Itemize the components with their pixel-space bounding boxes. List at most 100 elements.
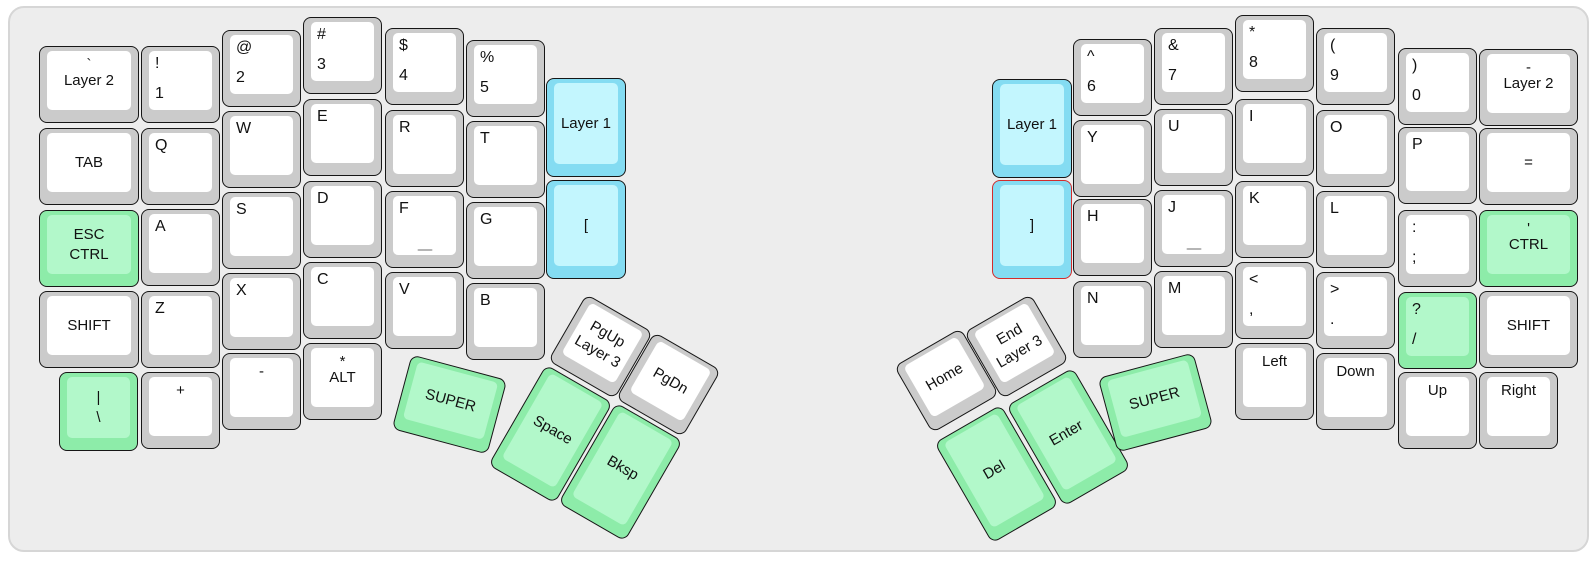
key-e[interactable]: E bbox=[303, 99, 382, 176]
keycap-face bbox=[1324, 115, 1387, 174]
keycap-face bbox=[149, 377, 212, 436]
keycap-face bbox=[47, 133, 131, 192]
key-k[interactable]: K bbox=[1235, 181, 1314, 258]
key-asterisk-alt[interactable]: *ALT bbox=[303, 343, 382, 420]
key-n[interactable]: N bbox=[1073, 281, 1152, 358]
keycap-face bbox=[1487, 377, 1550, 436]
key-h[interactable]: H bbox=[1073, 199, 1152, 276]
key-less-comma[interactable]: <, bbox=[1235, 262, 1314, 339]
key-plus[interactable]: + bbox=[141, 372, 220, 449]
key-asterisk-8[interactable]: *8 bbox=[1235, 15, 1314, 92]
key-g[interactable]: G bbox=[466, 202, 545, 279]
keycap-face bbox=[311, 186, 374, 245]
keycap-face bbox=[311, 348, 374, 407]
keycap-face bbox=[1324, 358, 1387, 417]
key-b[interactable]: B bbox=[466, 283, 545, 360]
keycap-face bbox=[1243, 186, 1306, 245]
key-s[interactable]: S bbox=[222, 192, 301, 269]
keycap-face bbox=[149, 51, 212, 110]
key-q[interactable]: Q bbox=[141, 128, 220, 205]
key-layer1-left[interactable]: Layer 1 bbox=[546, 78, 626, 177]
key-colon-semicolon[interactable]: :; bbox=[1398, 210, 1477, 287]
keycap-face bbox=[1081, 44, 1144, 103]
keycap-face bbox=[554, 83, 618, 164]
key-r[interactable]: R bbox=[385, 110, 464, 187]
key-rbracket[interactable]: ] bbox=[992, 180, 1072, 279]
keycap-face bbox=[1406, 132, 1469, 191]
key-pipe-backslash[interactable]: | \ bbox=[59, 372, 138, 451]
key-minus-layer2[interactable]: -Layer 2 bbox=[1479, 49, 1578, 126]
keycap-face bbox=[474, 207, 537, 266]
key-greater-period[interactable]: >. bbox=[1316, 272, 1395, 349]
keycap-face bbox=[311, 104, 374, 163]
keycap-face bbox=[393, 277, 456, 336]
keycap-face bbox=[230, 116, 293, 175]
key-o[interactable]: O bbox=[1316, 110, 1395, 187]
keycap-face bbox=[1243, 348, 1306, 407]
keycap-face bbox=[47, 296, 131, 355]
key-shift-right[interactable]: SHIFT bbox=[1479, 291, 1578, 368]
keycap-face bbox=[1487, 133, 1570, 192]
key-y[interactable]: Y bbox=[1073, 120, 1152, 197]
key-p[interactable]: P bbox=[1398, 127, 1477, 204]
key-question-slash[interactable]: ?/ bbox=[1398, 292, 1477, 369]
key-esc-ctrl[interactable]: ESC CTRL bbox=[39, 210, 139, 287]
key-hash-3[interactable]: #3 bbox=[303, 17, 382, 94]
keycap-face bbox=[1406, 377, 1469, 436]
key-paren-0[interactable]: )0 bbox=[1398, 48, 1477, 125]
key-m[interactable]: M bbox=[1154, 271, 1233, 348]
keycap-face bbox=[1487, 215, 1570, 274]
key-equals[interactable]: = bbox=[1479, 128, 1578, 205]
key-c[interactable]: C bbox=[303, 262, 382, 339]
key-at-2[interactable]: @2 bbox=[222, 30, 301, 107]
key-caret-6[interactable]: ^6 bbox=[1073, 39, 1152, 116]
key-right[interactable]: Right bbox=[1479, 372, 1558, 449]
key-percent-5[interactable]: %5 bbox=[466, 40, 545, 117]
keycap-face bbox=[230, 197, 293, 256]
key-dollar-4[interactable]: $4 bbox=[385, 28, 464, 105]
homing-bar bbox=[417, 249, 432, 251]
keycap-face bbox=[1487, 296, 1570, 355]
key-left[interactable]: Left bbox=[1235, 343, 1314, 420]
key-paren-9[interactable]: (9 bbox=[1316, 28, 1395, 105]
keycap-face bbox=[554, 185, 618, 266]
key-down[interactable]: Down bbox=[1316, 353, 1395, 430]
keycap-face bbox=[1406, 297, 1469, 356]
key-quote-ctrl[interactable]: 'CTRL bbox=[1479, 210, 1578, 287]
keycap-face bbox=[149, 214, 212, 273]
keycap-face bbox=[1324, 277, 1387, 336]
key-f[interactable]: F bbox=[385, 191, 464, 268]
keycap-face bbox=[1081, 286, 1144, 345]
key-z[interactable]: Z bbox=[141, 291, 220, 368]
key-super-left[interactable]: SUPER bbox=[391, 354, 508, 455]
key-amp-7[interactable]: &7 bbox=[1154, 28, 1233, 105]
key-shift-left[interactable]: SHIFT bbox=[39, 291, 139, 368]
keycap-face bbox=[47, 51, 131, 110]
key-u[interactable]: U bbox=[1154, 109, 1233, 186]
keycap-face bbox=[474, 126, 537, 185]
key-l[interactable]: L bbox=[1316, 191, 1395, 268]
key-up[interactable]: Up bbox=[1398, 372, 1477, 449]
key-grave-layer2[interactable]: `Layer 2 bbox=[39, 46, 139, 123]
key-exclam-1[interactable]: !1 bbox=[141, 46, 220, 123]
key-super-right[interactable]: SUPER bbox=[1097, 352, 1214, 453]
key-x[interactable]: X bbox=[222, 273, 301, 350]
key-d[interactable]: D bbox=[303, 181, 382, 258]
key-w[interactable]: W bbox=[222, 111, 301, 188]
keycap-face bbox=[1243, 20, 1306, 79]
keycap-face bbox=[311, 267, 374, 326]
key-i[interactable]: I bbox=[1235, 99, 1314, 176]
key-t[interactable]: T bbox=[466, 121, 545, 198]
key-j[interactable]: J bbox=[1154, 190, 1233, 267]
key-v[interactable]: V bbox=[385, 272, 464, 349]
keycap-face bbox=[973, 302, 1056, 384]
key-tab[interactable]: TAB bbox=[39, 128, 139, 205]
key-a[interactable]: A bbox=[141, 209, 220, 286]
keycap-face bbox=[1106, 359, 1203, 438]
key-lbracket[interactable]: [ bbox=[546, 180, 626, 279]
keycap-face bbox=[474, 288, 537, 347]
key-minus[interactable]: - bbox=[222, 353, 301, 430]
keycap-face bbox=[1162, 114, 1225, 173]
key-layer1-right[interactable]: Layer 1 bbox=[992, 79, 1072, 178]
